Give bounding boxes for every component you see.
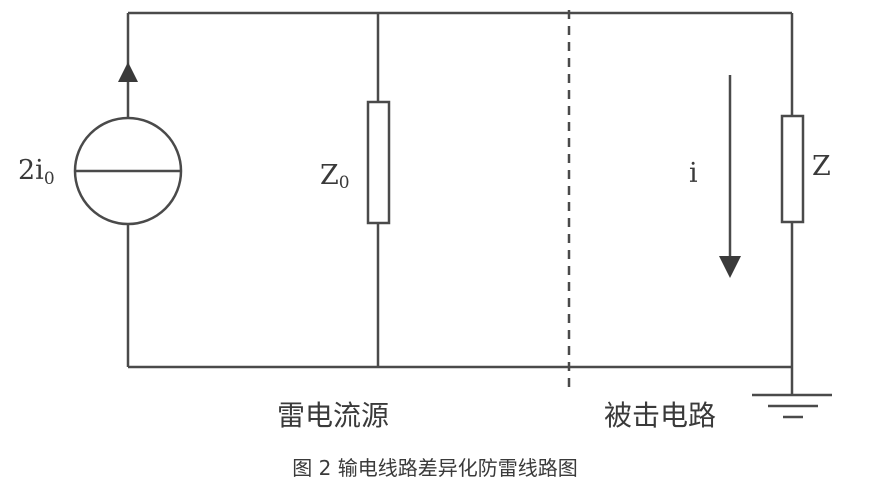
current-source-arrow-icon — [118, 62, 138, 82]
impedance-z-label: Z — [812, 151, 831, 182]
current-arrow-head-icon — [719, 256, 741, 278]
impedance-z0-label: Z0 — [320, 160, 350, 193]
current-source — [73, 62, 183, 226]
current-label: i — [689, 158, 698, 189]
impedance-z-resistor — [780, 114, 805, 224]
section-left-label: 雷电流源 — [277, 399, 389, 432]
source-label-subscript: 0 — [44, 169, 55, 189]
source-label-main: 2i — [18, 155, 44, 186]
impedance-z0-label-main: Z — [320, 160, 339, 191]
section-right-label: 被击电路 — [604, 399, 716, 432]
figure-caption: 图 2 输电线路差异化防雷线路图 — [292, 456, 577, 480]
current-direction-arrow — [719, 75, 741, 278]
circuit-wires — [126, 11, 794, 395]
ground-icon — [752, 393, 832, 419]
source-label: 2i0 — [18, 155, 55, 189]
impedance-z0-label-subscript: 0 — [339, 173, 350, 193]
impedance-z0-resistor — [366, 100, 391, 225]
